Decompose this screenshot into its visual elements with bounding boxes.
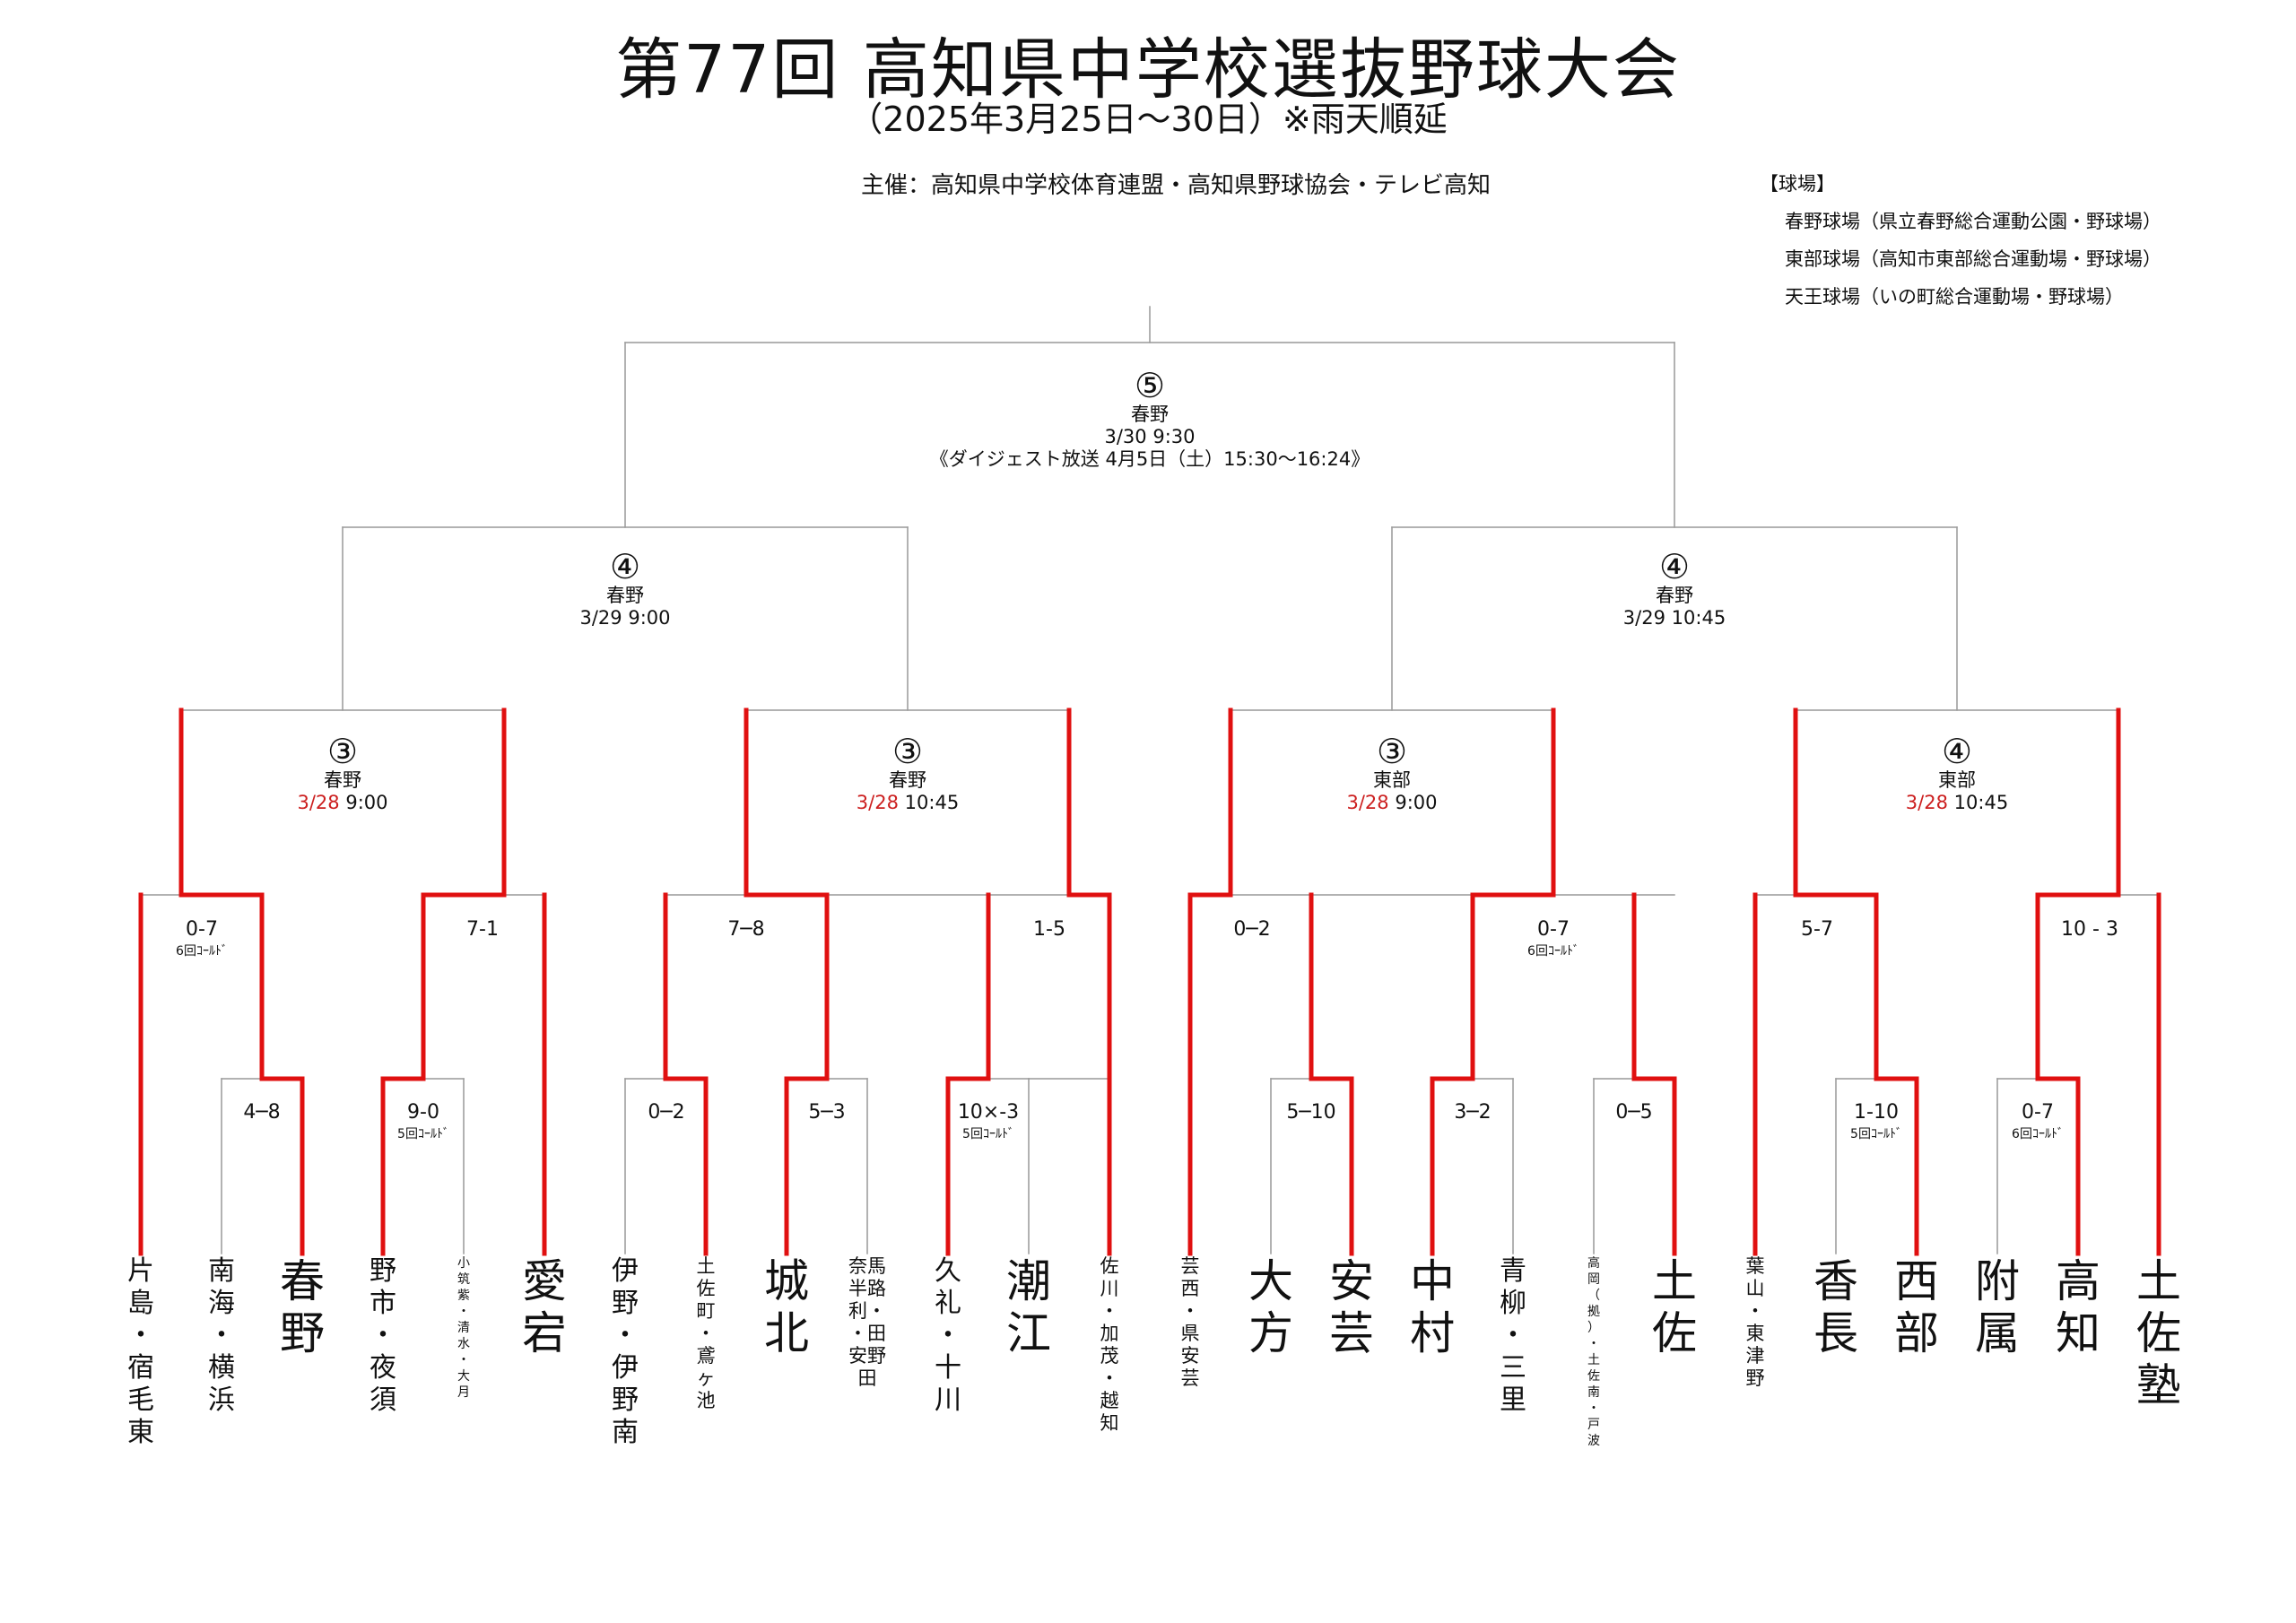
score-r1-f: 5─10	[1286, 1101, 1336, 1124]
team-label: 中 村	[1410, 1255, 1455, 1359]
score-r1-a: 4─8	[243, 1101, 281, 1124]
venue-item-tobu: 東部球場（高知市東部総合運動場・野球場）	[1785, 248, 2161, 270]
match-venue: 東部	[1938, 769, 1976, 791]
team-label: 南 海 ・ 横 浜	[208, 1255, 235, 1416]
team-label: 安 芸	[1329, 1255, 1374, 1359]
match-venue: 春野	[324, 769, 361, 791]
match-number: ③	[891, 732, 924, 771]
score-r2-c: 7─8	[727, 918, 765, 941]
match-quarterfinal-2: ③ 春野 3/28 10:45	[755, 733, 1060, 814]
team-label: 西 部	[1894, 1255, 1939, 1359]
match-venue: 東部	[1373, 769, 1411, 791]
match-semifinal-left: ④ 春野 3/29 9:00	[473, 549, 778, 629]
match-datetime: 3/28 9:00	[297, 792, 388, 813]
score-r1-c: 0─2	[648, 1101, 685, 1124]
venue-item-haruno: 春野球場（県立春野総合運動公園・野球場）	[1785, 211, 2161, 232]
match-quarterfinal-4: ④ 東部 3/28 10:45	[1805, 733, 2109, 814]
tournament-dates: （2025年3月25日～30日）※雨天順延	[848, 100, 1448, 139]
team-label: 小 筑 紫 ・ 清 水 ・ 大 月	[457, 1256, 470, 1400]
score-r1-g: 3─2	[1454, 1101, 1492, 1124]
venue-legend: 【球場】 春野球場（県立春野総合運動公園・野球場） 東部球場（高知市東部総合運動…	[1760, 165, 2161, 316]
match-datetime: 3/30 9:30	[1104, 426, 1196, 447]
team-label: 附 属	[1975, 1255, 2020, 1359]
score-r2-d: 1-5	[1033, 918, 1065, 941]
match-number: ④	[1941, 732, 1973, 771]
team-label: 片 島 ・ 宿 毛 東	[127, 1255, 154, 1448]
score-r2-e: 0─2	[1233, 918, 1271, 941]
match-datetime: 3/28 10:45	[1905, 792, 2009, 813]
match-final: ⑤ 春野 3/30 9:30 《ダイジェスト放送 4月5日（土）15:30～16…	[930, 366, 1370, 471]
team-label: 土 佐 町 ・ 鳶 ヶ 池	[696, 1255, 716, 1411]
match-number: ③	[1376, 732, 1408, 771]
match-venue: 春野	[606, 585, 644, 606]
team-label: 土 佐	[1652, 1255, 1697, 1359]
team-label: 土 佐 塾	[2136, 1255, 2181, 1411]
match-venue: 春野	[889, 769, 926, 791]
match-datetime: 3/29 9:00	[579, 607, 671, 629]
score-r1-d: 5─3	[808, 1101, 846, 1124]
page-title: 第77回 高知県中学校選抜野球大会	[615, 31, 1681, 108]
team-label: 葉 山 ・ 東 津 野	[1745, 1255, 1765, 1389]
score-r2-g: 5-7	[1801, 918, 1833, 941]
match-number: ④	[609, 547, 641, 586]
team-label: 野 市 ・ 夜 須	[370, 1255, 396, 1416]
match-number: ⑤	[1134, 366, 1166, 405]
match-number: ④	[1658, 547, 1691, 586]
venue-legend-heading: 【球場】	[1760, 173, 1835, 195]
team-label: 香 長	[1813, 1255, 1858, 1359]
sponsor-text: 主催：高知県中学校体育連盟・高知県野球協会・テレビ高知	[861, 172, 1492, 199]
match-datetime: 3/28 9:00	[1346, 792, 1438, 813]
score-r2-h: 10 - 3	[2061, 918, 2118, 941]
team-label: 伊 野 ・ 伊 野 南	[612, 1255, 639, 1448]
team-label: 愛 宕	[522, 1255, 567, 1359]
match-venue: 春野	[1656, 585, 1693, 606]
match-quarterfinal-1: ③ 春野 3/28 9:00	[190, 733, 495, 814]
broadcast-info: 《ダイジェスト放送 4月5日（土）15:30～16:24》	[929, 448, 1370, 470]
team-label: 芸 西 ・ 県 安 芸	[1180, 1255, 1200, 1389]
match-quarterfinal-3: ③ 東部 3/28 9:00	[1239, 733, 1544, 814]
team-label: 春 野	[280, 1255, 325, 1359]
team-label: 佐 川 ・ 加 茂 ・ 越 知	[1100, 1255, 1119, 1434]
team-label: 大 方	[1248, 1255, 1293, 1359]
match-datetime: 3/28 10:45	[856, 792, 960, 813]
score-r2-b: 7-1	[466, 918, 499, 941]
match-number: ③	[326, 732, 359, 771]
team-label: 潮 江	[1006, 1255, 1051, 1359]
venue-item-tenno: 天王球場（いの町総合運動場・野球場）	[1785, 286, 2124, 308]
team-label: 久 礼 ・ 十 川	[935, 1255, 961, 1416]
team-label: 高 知	[2056, 1255, 2100, 1359]
team-label: 城 北	[764, 1255, 809, 1359]
score-r1-h: 0─5	[1615, 1101, 1653, 1124]
team-label: 青 柳 ・ 三 里	[1500, 1255, 1526, 1416]
match-venue: 春野	[1131, 404, 1169, 425]
match-semifinal-right: ④ 春野 3/29 10:45	[1522, 549, 1827, 629]
team-label: 奈馬 半路 利・ ・田 安野 田	[848, 1255, 886, 1389]
team-label: 高 岡 （ 拠 ） ・ 土 佐 南 ・ 戸 波	[1587, 1256, 1600, 1448]
match-datetime: 3/29 10:45	[1622, 607, 1726, 629]
